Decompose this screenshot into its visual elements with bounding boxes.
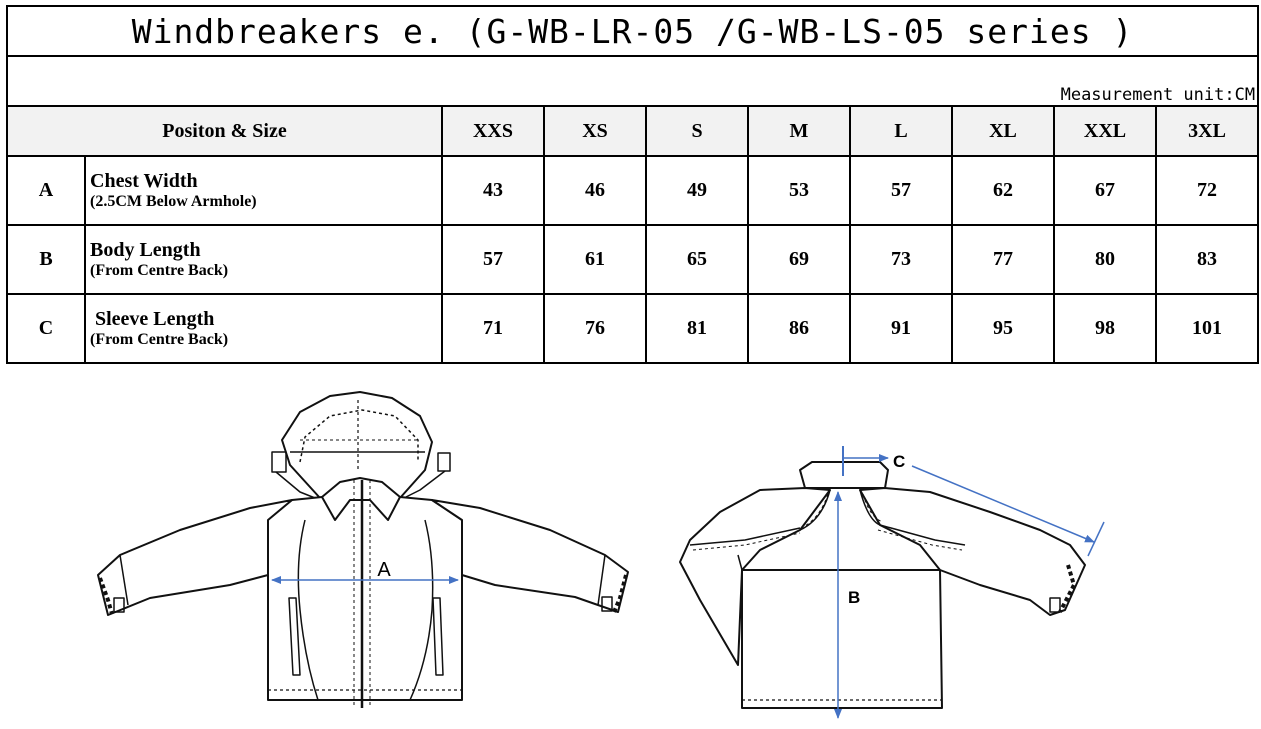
back-jacket-drawing — [679, 461, 1086, 709]
measurement-value: 72 — [1154, 155, 1260, 226]
position-code: B — [6, 224, 86, 295]
size-header: M — [747, 105, 851, 157]
measurement-value: 80 — [1053, 224, 1157, 295]
measurement-value: 81 — [645, 293, 749, 364]
size-header: S — [645, 105, 749, 157]
measurement-value: 101 — [1154, 293, 1260, 364]
measurement-value: 57 — [849, 155, 953, 226]
position-size-header: Positon & Size — [6, 105, 443, 157]
measurement-value: 77 — [951, 224, 1055, 295]
position-name-cell: Body Length(From Centre Back) — [84, 224, 443, 295]
size-header: XL — [951, 105, 1055, 157]
position-name: Chest Width — [90, 169, 198, 192]
size-header: L — [849, 105, 953, 157]
measurement-value: 62 — [951, 155, 1055, 226]
measurement-value: 69 — [747, 224, 851, 295]
front-jacket-drawing — [97, 391, 629, 708]
table-row: A Chest Width(2.5CM Below Armhole) 43 46… — [6, 155, 1260, 226]
measurement-value: 83 — [1154, 224, 1260, 295]
table-row: C Sleeve Length(From Centre Back) 71 76 … — [6, 293, 1260, 364]
measurement-value: 95 — [951, 293, 1055, 364]
garment-diagrams: A B C — [97, 391, 1105, 719]
position-name: Body Length — [90, 238, 201, 261]
sleeve-length-arrow — [911, 465, 1095, 543]
measurement-value: 86 — [747, 293, 851, 364]
measurement-value: 61 — [543, 224, 647, 295]
chart-title: Windbreakers e. (G-WB-LR-05 /G-WB-LS-05 … — [5, 5, 1260, 57]
position-name-cell: Sleeve Length(From Centre Back) — [84, 293, 443, 364]
table-row: B Body Length(From Centre Back) 57 61 65… — [6, 224, 1260, 295]
position-note: (From Centre Back) — [90, 330, 229, 348]
measurement-value: 91 — [849, 293, 953, 364]
back-left-sleeve — [679, 487, 831, 666]
measurement-value: 65 — [645, 224, 749, 295]
measurement-value: 71 — [441, 293, 545, 364]
left-pocket — [288, 597, 301, 676]
measurement-value: 98 — [1053, 293, 1157, 364]
measurement-value: 76 — [543, 293, 647, 364]
hood-inner — [299, 409, 419, 463]
sleeve-length-tick — [1087, 521, 1105, 557]
measurement-value: 67 — [1053, 155, 1157, 226]
size-chart-table: Windbreakers e. (G-WB-LR-05 /G-WB-LS-05 … — [5, 5, 1260, 364]
position-code: A — [6, 155, 86, 226]
back-body-outline — [741, 569, 943, 709]
measurement-value: 43 — [441, 155, 545, 226]
hood-outline — [281, 391, 433, 499]
size-header: XXL — [1053, 105, 1157, 157]
back-right-sleeve — [859, 487, 1086, 616]
body-length-label: B — [848, 588, 860, 607]
measurement-value: 73 — [849, 224, 953, 295]
measurement-unit: Measurement unit:CM — [1060, 85, 1256, 105]
size-header: XXS — [441, 105, 545, 157]
position-note: (From Centre Back) — [90, 261, 229, 279]
right-sleeve — [431, 499, 629, 613]
sleeve-length-label: C — [893, 452, 905, 471]
position-name: Sleeve Length — [90, 307, 215, 330]
right-pocket — [432, 597, 444, 676]
size-header: XS — [543, 105, 647, 157]
position-name-cell: Chest Width(2.5CM Below Armhole) — [84, 155, 443, 226]
left-sleeve — [97, 499, 293, 616]
measurement-value: 57 — [441, 224, 545, 295]
measurement-value: 53 — [747, 155, 851, 226]
header-row: Positon & Size XXS XS S M L XL XXL 3XL — [6, 105, 1260, 157]
measurement-value: 46 — [543, 155, 647, 226]
position-note: (2.5CM Below Armhole) — [90, 192, 257, 210]
size-header: 3XL — [1154, 105, 1260, 157]
measurement-unit-cell: Measurement unit:CM — [5, 55, 1260, 107]
measurement-value: 49 — [645, 155, 749, 226]
position-code: C — [6, 293, 86, 364]
chest-width-label: A — [377, 559, 391, 581]
